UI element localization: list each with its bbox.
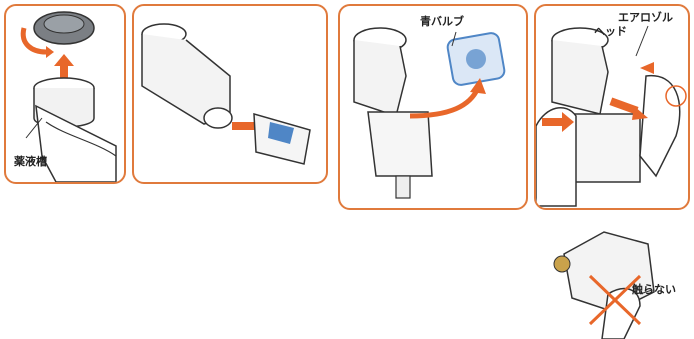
step-panel-3: 青バルブ [338,4,528,210]
up-arrow-icon [54,54,74,78]
valve-part-icon [446,32,505,86]
aerosol-head-label-line2: ヘッド [594,26,627,38]
blue-valve-label: 青バルブ [420,16,464,28]
aerosol-head-removal-illustration [134,6,328,184]
step-panel-4: エアロゾル ヘッド [534,4,690,210]
step-panel-2 [132,4,328,184]
do-not-touch-label: 触らない [632,284,676,296]
blue-valve-illustration [340,6,528,210]
aerosol-head-label-line1: エアロゾル [618,12,673,24]
aerosol-head-part-illustration [544,214,694,339]
medicine-tank-label: 薬液槽 [14,156,47,168]
step-panel-1: 薬液槽 [4,4,126,184]
do-not-touch-figure: 触らない [544,214,694,339]
